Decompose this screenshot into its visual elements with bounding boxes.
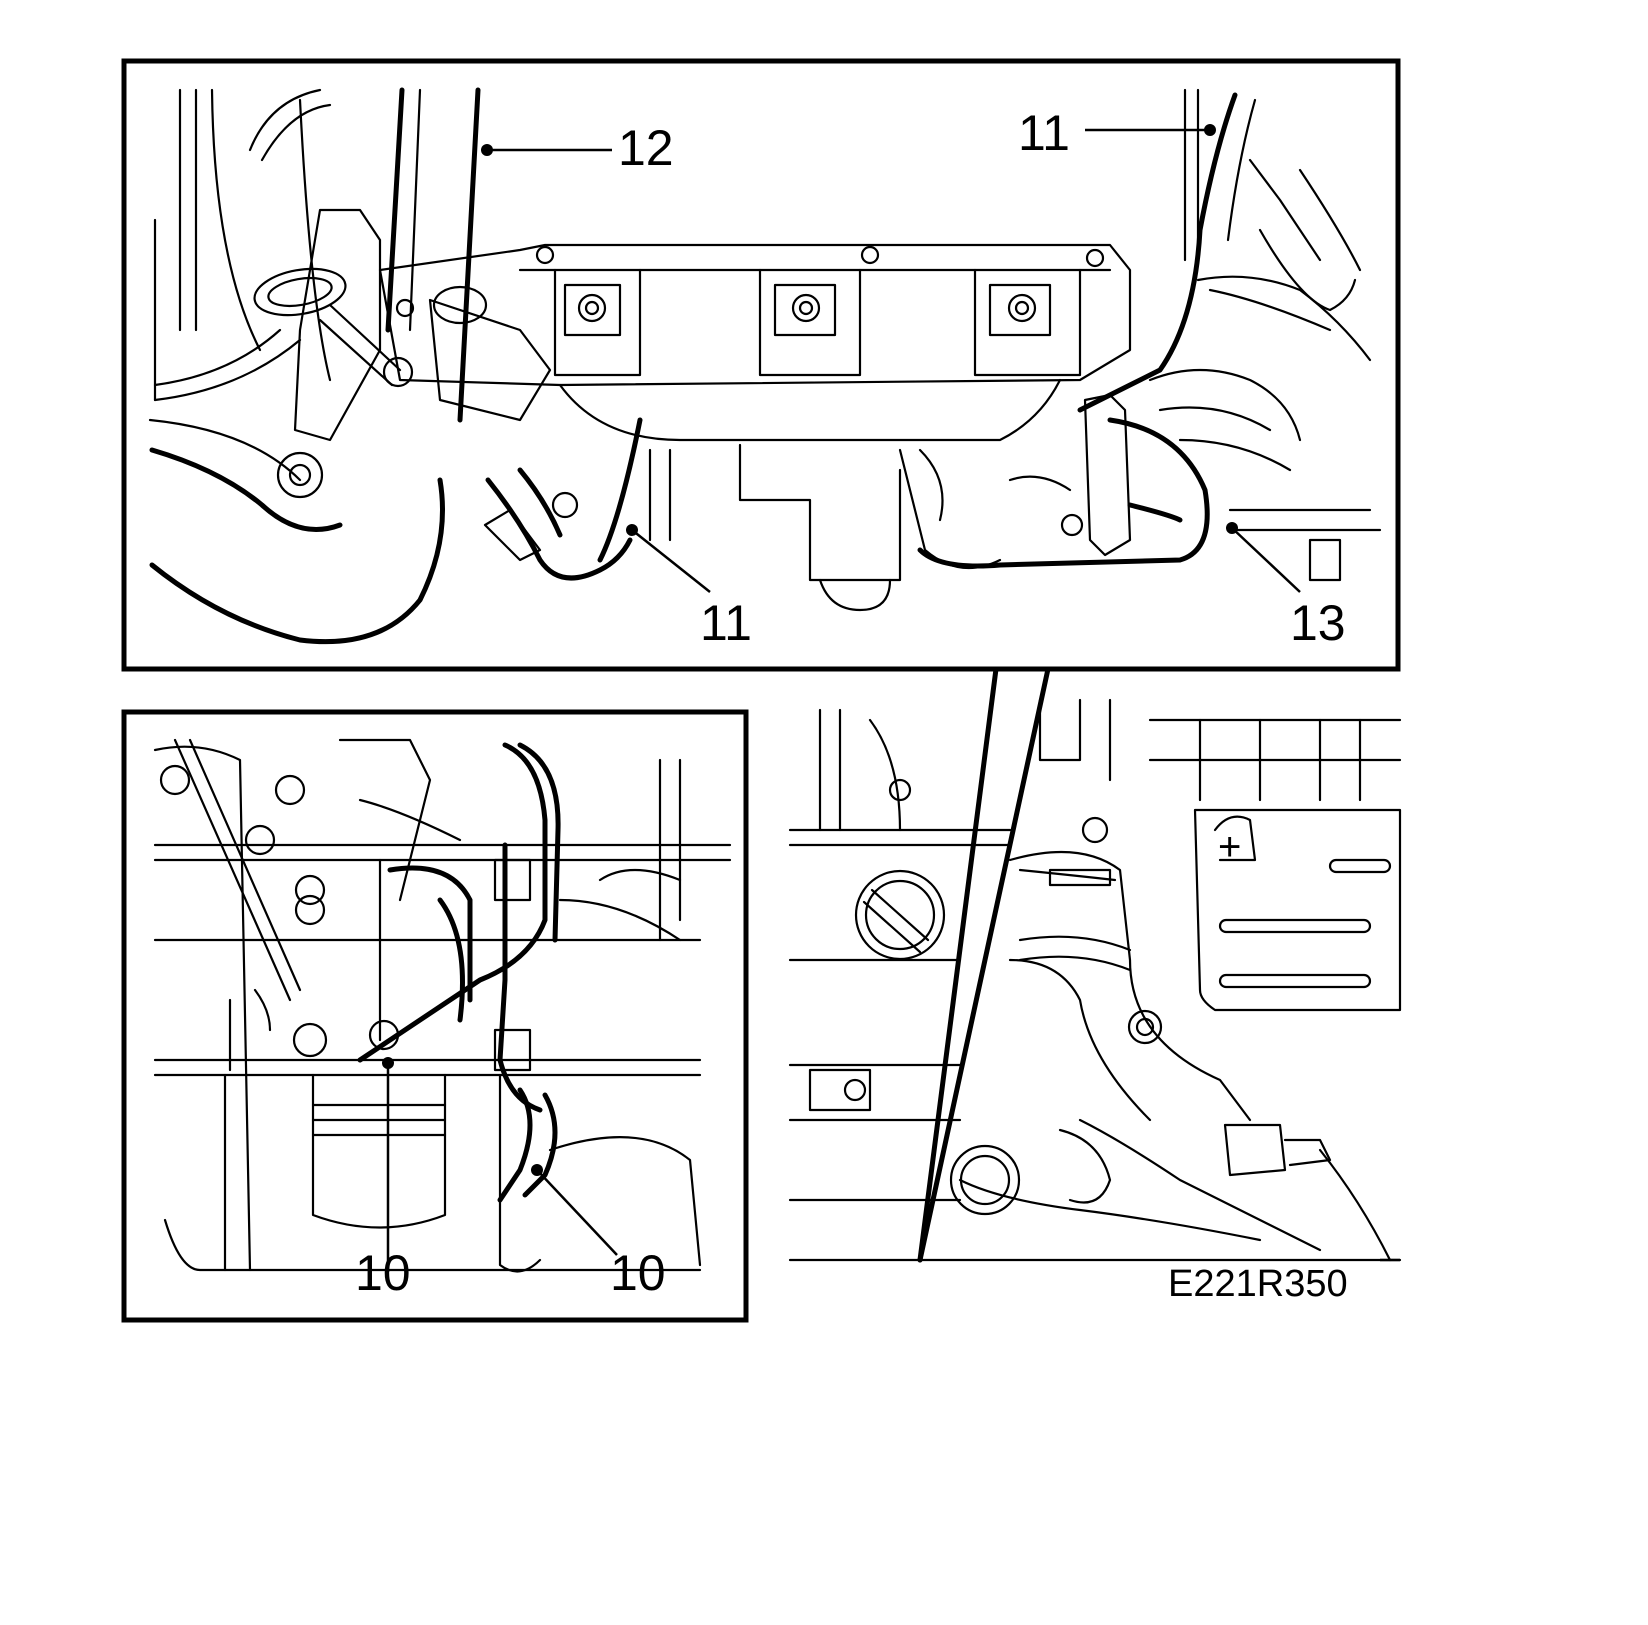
right-wiring-drawing	[917, 88, 1382, 582]
figure-code: E221R350	[1168, 1263, 1348, 1305]
bracket-ring-drawing	[253, 208, 552, 499]
top-callout-leaders	[481, 124, 1301, 593]
callout-12: 12	[618, 120, 674, 176]
callout-13: 13	[1290, 595, 1346, 651]
callout-11-upper: 11	[1018, 105, 1070, 161]
bottom-callout-leaders	[382, 1057, 618, 1272]
callout-10-left: 10	[355, 1245, 411, 1301]
bottom-left-detail-panel: 10 10	[121, 709, 749, 1323]
svg-text:+: +	[1218, 825, 1241, 869]
callout-10-right: 10	[610, 1245, 666, 1301]
oil-filter-area-drawing	[153, 738, 732, 1273]
engine-overview-illustration: +	[788, 666, 1402, 1263]
dipstick-tube-drawing	[385, 87, 481, 423]
top-detail-panel: 12 11 11 13	[121, 58, 1401, 672]
manifold-drawing	[378, 243, 1132, 442]
lower-components-drawing	[483, 417, 1002, 612]
callout-11-lower: 11	[700, 595, 752, 651]
